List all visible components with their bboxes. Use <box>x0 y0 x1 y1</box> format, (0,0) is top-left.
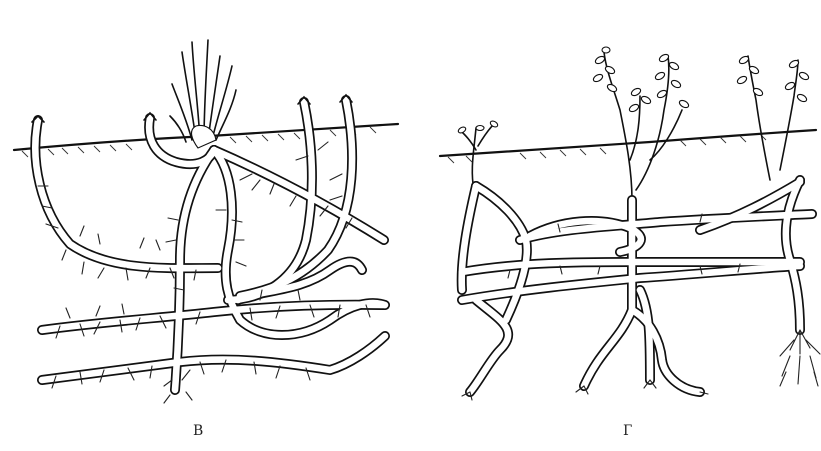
panel-b-shoot-tuft <box>170 40 236 148</box>
panel-g-rhizomes <box>462 180 812 392</box>
panel-g-label: Г <box>623 424 632 438</box>
panel-b-drawing <box>14 40 398 403</box>
panel-g-aerial-shoots <box>457 47 810 200</box>
panel-b-label: В <box>193 424 203 438</box>
panel-g-drawing <box>440 47 820 400</box>
